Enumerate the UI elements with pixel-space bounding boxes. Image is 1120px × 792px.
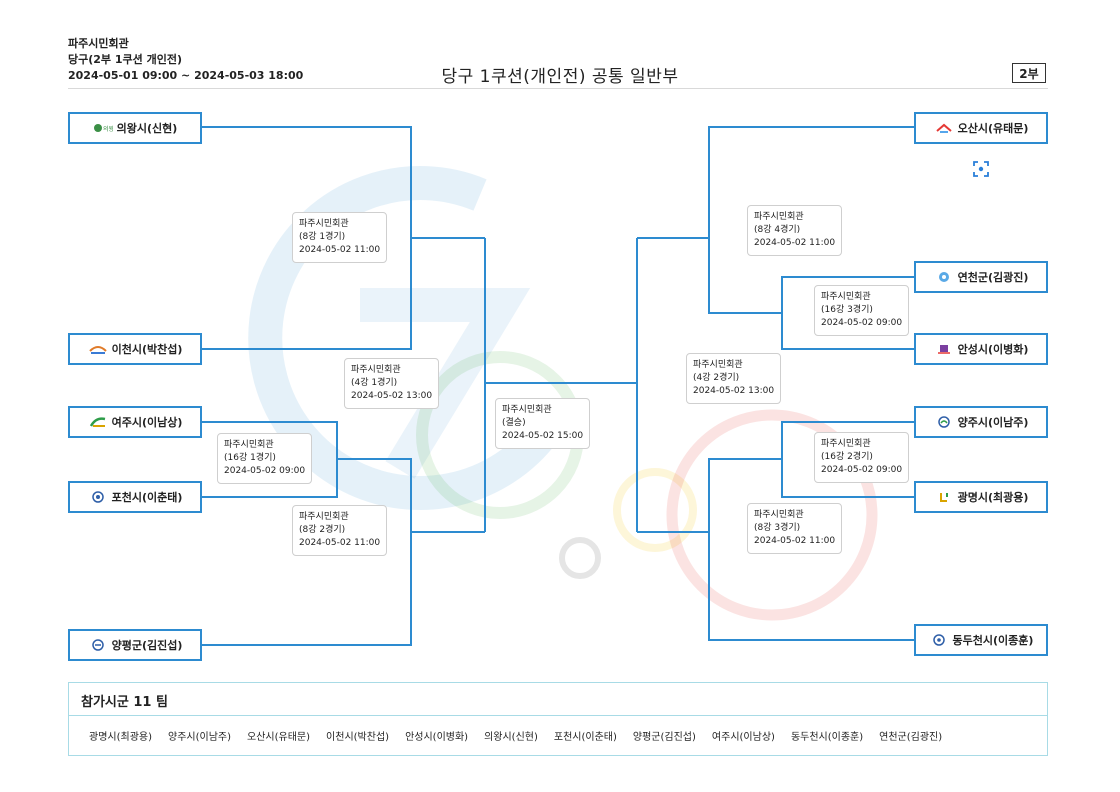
participants-list: 광명시(최광용) 양주시(이남주) 오산시(유태문) 이천시(박찬섭) 안성시(… xyxy=(89,728,942,743)
participant-item: 연천군(김광진) xyxy=(879,728,942,743)
match-venue: 파주시민회관 xyxy=(299,511,380,524)
team-slot[interactable]: 안성시(이병화) xyxy=(914,333,1048,365)
match-venue: 파주시민회관 xyxy=(351,364,432,377)
team-name: 포천시(이춘태) xyxy=(112,489,183,505)
match-time: 2024-05-02 11:00 xyxy=(299,537,380,550)
team-name: 광명시(최광용) xyxy=(958,489,1029,505)
participant-item: 이천시(박찬섭) xyxy=(326,728,389,743)
team-name: 양평군(김진섭) xyxy=(112,637,183,653)
team-slot[interactable]: 양평군(김진섭) xyxy=(68,629,202,661)
team-slot[interactable]: 동두천시(이종훈) xyxy=(914,624,1048,656)
city-emblem-icon xyxy=(88,639,108,651)
match-info-box: 파주시민회관 (8강 4경기) 2024-05-02 11:00 xyxy=(747,205,842,256)
city-emblem-icon xyxy=(88,343,108,355)
city-emblem-icon xyxy=(929,634,949,646)
match-venue: 파주시민회관 xyxy=(821,291,902,304)
team-slot[interactable]: 포천시(이춘태) xyxy=(68,481,202,513)
match-venue: 파주시민회관 xyxy=(821,438,902,451)
match-venue: 파주시민회관 xyxy=(224,439,305,452)
match-round: (16강 2경기) xyxy=(821,451,902,464)
team-slot[interactable]: 의왕시 의왕시(신현) xyxy=(68,112,202,144)
participant-item: 광명시(최광용) xyxy=(89,728,152,743)
participant-item: 양주시(이남주) xyxy=(168,728,231,743)
participants-title: 참가시군 11 팀 xyxy=(81,691,168,710)
city-emblem-icon xyxy=(934,491,954,503)
match-round: (8강 2경기) xyxy=(299,524,380,537)
match-time: 2024-05-02 11:00 xyxy=(754,237,835,250)
participant-item: 오산시(유태문) xyxy=(247,728,310,743)
match-info-box: 파주시민회관 (4강 2경기) 2024-05-02 13:00 xyxy=(686,353,781,404)
match-info-box: 파주시민회관 (16강 2경기) 2024-05-02 09:00 xyxy=(814,432,909,483)
match-venue: 파주시민회관 xyxy=(299,218,380,231)
participant-item: 안성시(이병화) xyxy=(405,728,468,743)
match-round: (8강 3경기) xyxy=(754,522,835,535)
match-venue: 파주시민회관 xyxy=(754,211,835,224)
participants-divider xyxy=(69,715,1047,716)
participant-item: 양평군(김진섭) xyxy=(633,728,696,743)
match-time: 2024-05-02 09:00 xyxy=(821,464,902,477)
match-round: (16강 1경기) xyxy=(224,452,305,465)
match-venue: 파주시민회관 xyxy=(502,404,583,417)
match-time: 2024-05-02 11:00 xyxy=(754,535,835,548)
team-slot[interactable]: 양주시(이남주) xyxy=(914,406,1048,438)
match-info-box: 파주시민회관 (4강 1경기) 2024-05-02 13:00 xyxy=(344,358,439,409)
match-info-box: 파주시민회관 (16강 1경기) 2024-05-02 09:00 xyxy=(217,433,312,484)
match-round: (8강 4경기) xyxy=(754,224,835,237)
match-round: (8강 1경기) xyxy=(299,231,380,244)
team-name: 여주시(이남상) xyxy=(112,414,183,430)
match-round: (16강 3경기) xyxy=(821,304,902,317)
participant-item: 포천시(이춘태) xyxy=(554,728,617,743)
match-info-box: 파주시민회관 (8강 1경기) 2024-05-02 11:00 xyxy=(292,212,387,263)
match-time: 2024-05-02 13:00 xyxy=(351,390,432,403)
participant-item: 여주시(이남상) xyxy=(712,728,775,743)
match-venue: 파주시민회관 xyxy=(754,509,835,522)
match-round: (4강 2경기) xyxy=(693,372,774,385)
match-venue: 파주시민회관 xyxy=(693,359,774,372)
city-emblem-icon xyxy=(934,343,954,355)
match-time: 2024-05-02 13:00 xyxy=(693,385,774,398)
team-name: 양주시(이남주) xyxy=(958,414,1029,430)
team-slot[interactable]: 여주시(이남상) xyxy=(68,406,202,438)
team-name: 오산시(유태문) xyxy=(958,120,1029,136)
match-time: 2024-05-02 09:00 xyxy=(821,317,902,330)
scan-icon[interactable] xyxy=(973,161,989,177)
svg-text:의왕시: 의왕시 xyxy=(103,125,113,133)
match-info-box: 파주시민회관 (8강 2경기) 2024-05-02 11:00 xyxy=(292,505,387,556)
match-round: (결승) xyxy=(502,417,583,430)
team-name: 동두천시(이종훈) xyxy=(953,632,1034,648)
participants-panel: 참가시군 11 팀 광명시(최광용) 양주시(이남주) 오산시(유태문) 이천시… xyxy=(68,682,1048,756)
city-emblem-icon: 의왕시 xyxy=(93,122,113,134)
city-emblem-icon xyxy=(88,416,108,428)
match-info-box: 파주시민회관 (결승) 2024-05-02 15:00 xyxy=(495,398,590,449)
team-slot[interactable]: 이천시(박찬섭) xyxy=(68,333,202,365)
city-emblem-icon xyxy=(934,416,954,428)
team-name: 안성시(이병화) xyxy=(958,341,1029,357)
participant-item: 동두천시(이종훈) xyxy=(791,728,863,743)
match-info-box: 파주시민회관 (16강 3경기) 2024-05-02 09:00 xyxy=(814,285,909,336)
team-name: 연천군(김광진) xyxy=(958,269,1029,285)
team-name: 의왕시(신현) xyxy=(117,120,178,136)
city-emblem-icon xyxy=(88,491,108,503)
match-time: 2024-05-02 15:00 xyxy=(502,430,583,443)
match-info-box: 파주시민회관 (8강 3경기) 2024-05-02 11:00 xyxy=(747,503,842,554)
match-time: 2024-05-02 09:00 xyxy=(224,465,305,478)
team-slot[interactable]: 광명시(최광용) xyxy=(914,481,1048,513)
team-slot[interactable]: 연천군(김광진) xyxy=(914,261,1048,293)
match-time: 2024-05-02 11:00 xyxy=(299,244,380,257)
city-emblem-icon xyxy=(934,271,954,283)
team-slot[interactable]: 오산시(유태문) xyxy=(914,112,1048,144)
team-name: 이천시(박찬섭) xyxy=(112,341,183,357)
participant-item: 의왕시(신현) xyxy=(484,728,538,743)
match-round: (4강 1경기) xyxy=(351,377,432,390)
city-emblem-icon xyxy=(934,122,954,134)
